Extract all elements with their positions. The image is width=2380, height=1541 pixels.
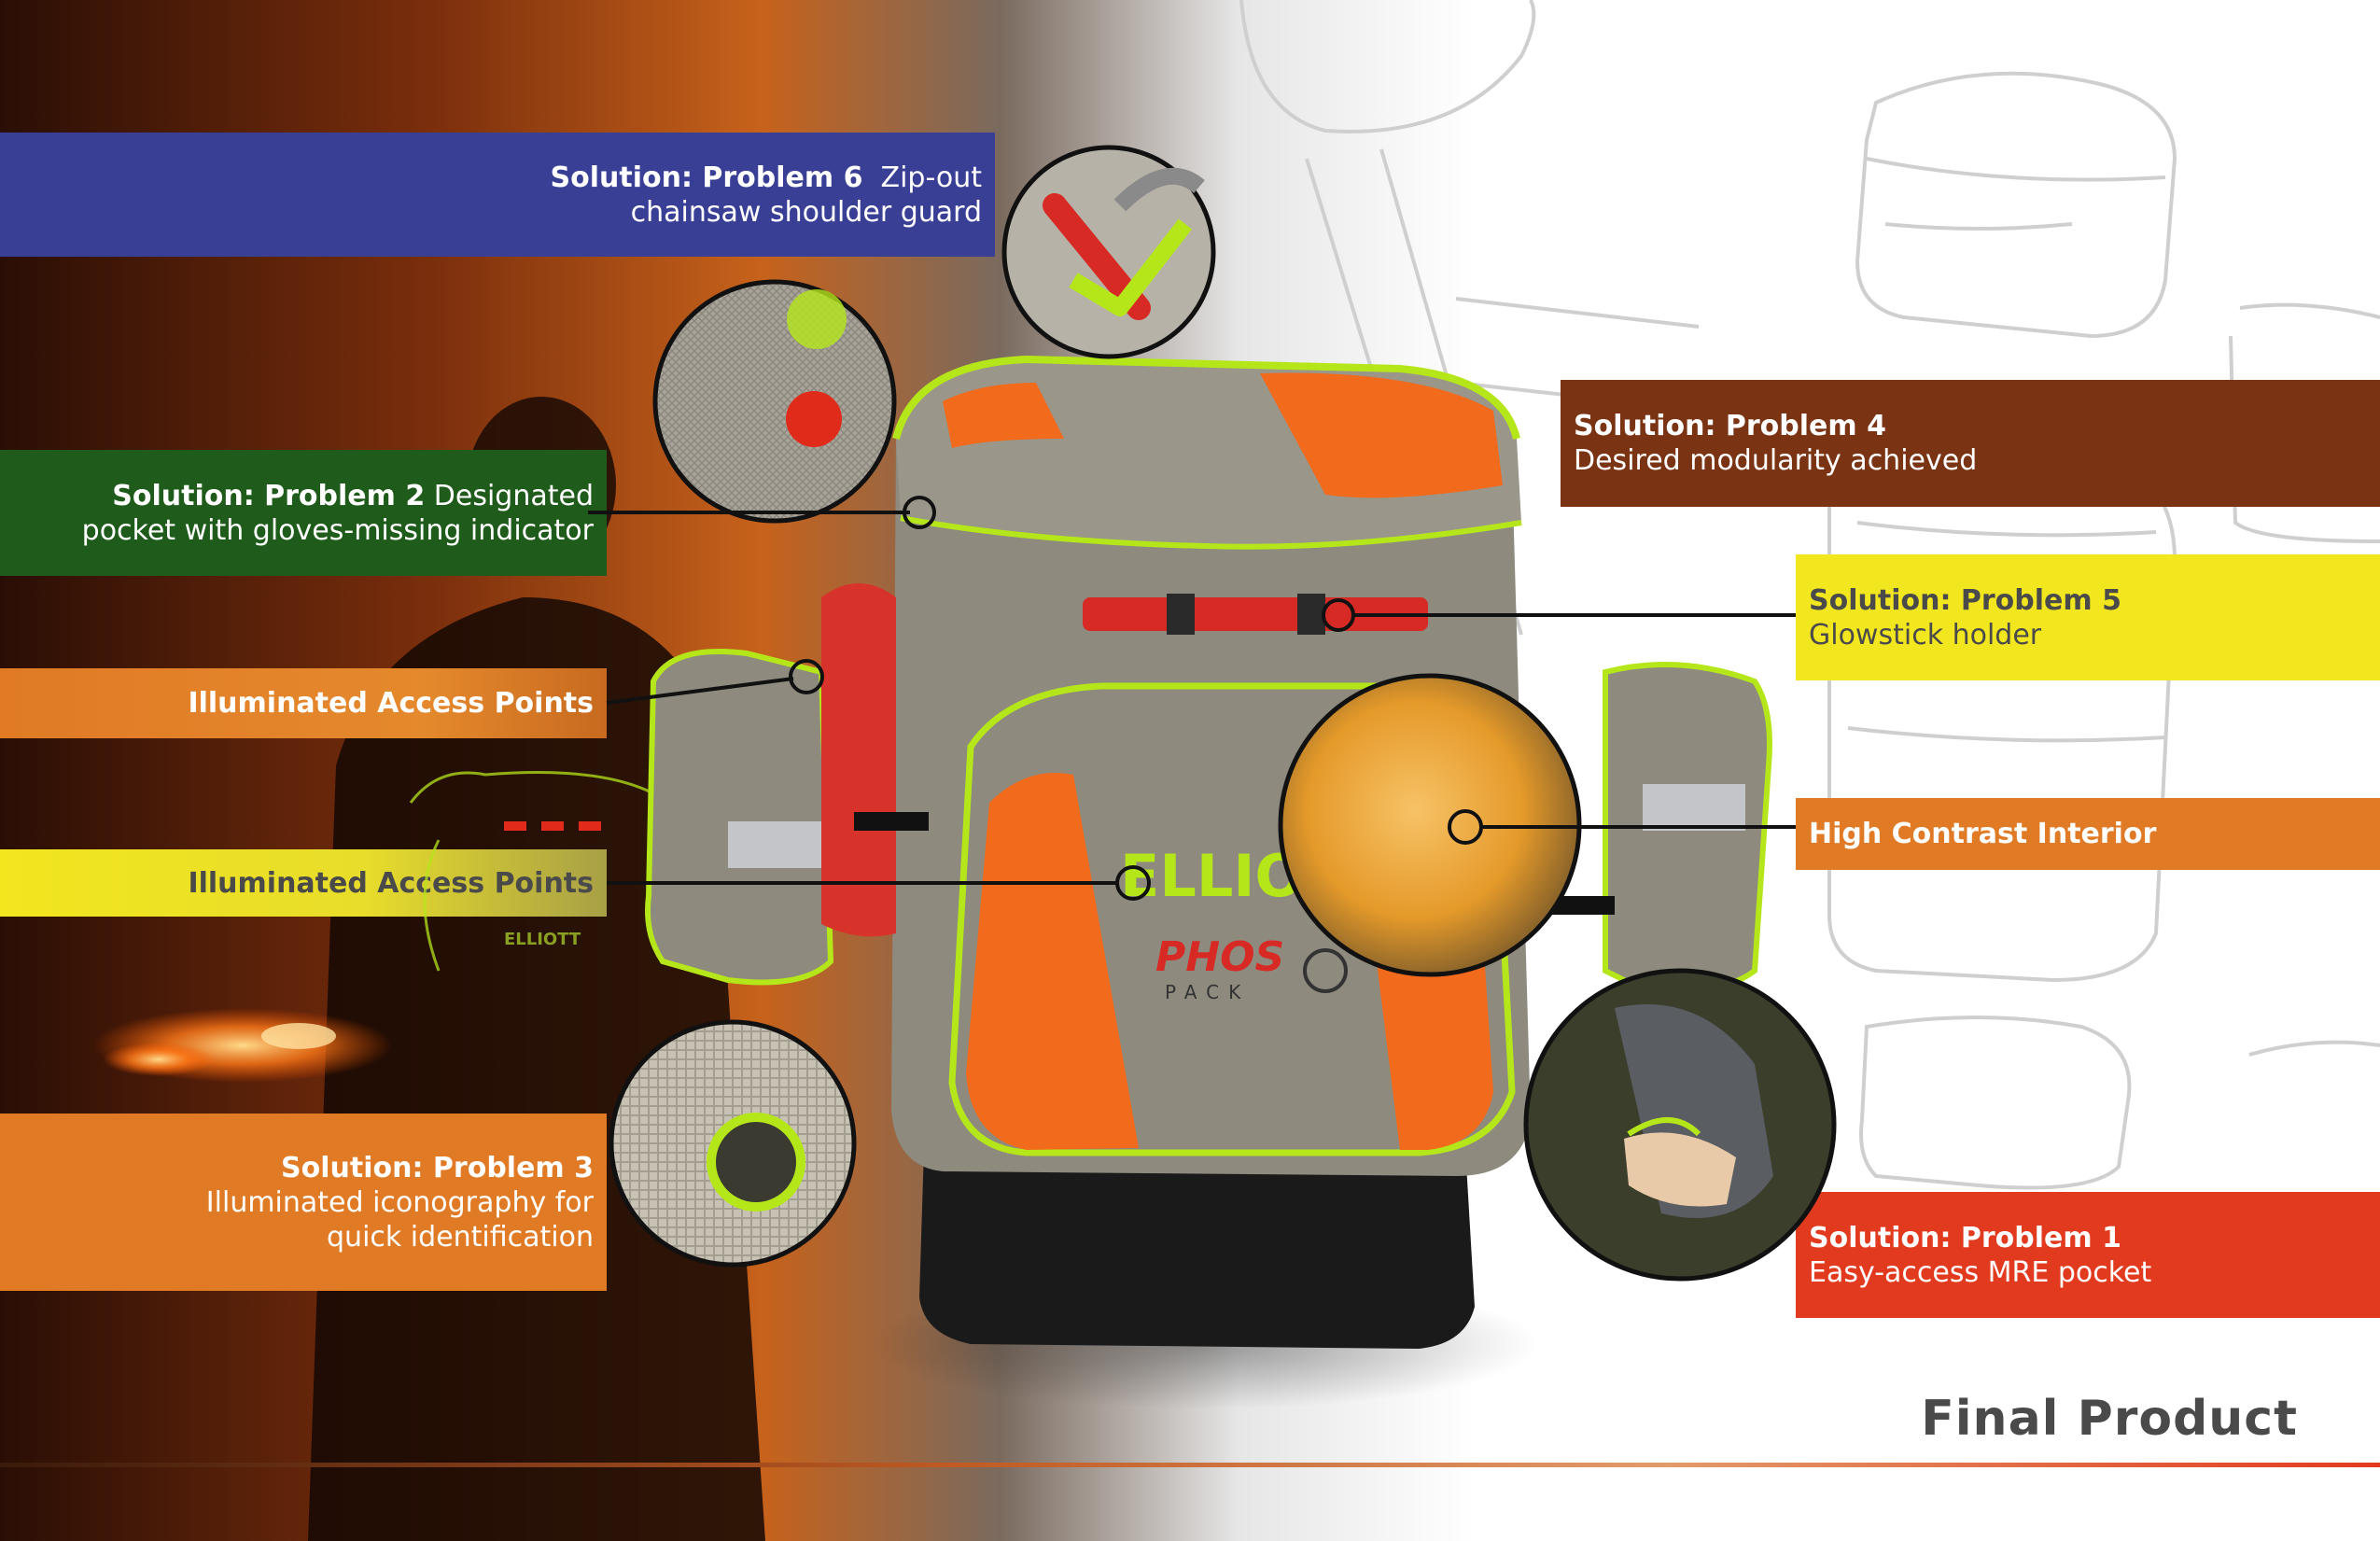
callout-text: Designated [433, 479, 594, 512]
callout-label: Solution: Problem 2 [112, 479, 426, 512]
callout-label: High Contrast Interior [1809, 818, 2157, 850]
callout-text: Easy-access MRE pocket [1809, 1255, 2152, 1289]
callout-problem-1: Solution: Problem 1 Easy-access MRE pock… [1796, 1192, 2380, 1318]
callout-label: Solution: Problem 4 [1574, 410, 1886, 442]
callout-problem-4: Solution: Problem 4 Desired modularity a… [1561, 380, 2380, 507]
callout-label: Illuminated Access Points [188, 866, 594, 900]
callout-text: Illuminated iconography for [205, 1185, 594, 1219]
callout-text: pocket with gloves-missing indicator [81, 513, 594, 547]
callout-label: Solution: Problem 6 [550, 161, 863, 194]
callout-text: Zip-out [880, 161, 982, 194]
callout-text: Glowstick holder [1809, 618, 2042, 651]
callout-problem-5: Solution: Problem 5 Glowstick holder [1796, 554, 2380, 680]
callout-text: chainsaw shoulder guard [630, 195, 982, 229]
page-title: Final Product [1921, 1391, 2298, 1447]
callout-high-contrast: High Contrast Interior [1796, 798, 2380, 870]
callout-label: Illuminated Access Points [188, 687, 594, 720]
callout-problem-3: Solution: Problem 3 Illuminated iconogra… [0, 1114, 607, 1291]
callout-access-points-1: Illuminated Access Points [0, 668, 607, 738]
callout-text: quick identification [327, 1220, 594, 1254]
callout-problem-6: Solution: Problem 6 Zip-out chainsaw sho… [0, 133, 995, 257]
callout-label: Solution: Problem 3 [281, 1151, 594, 1184]
callout-label: Solution: Problem 1 [1809, 1221, 2121, 1254]
callout-text: Desired modularity achieved [1574, 444, 1978, 477]
callout-access-points-2: Illuminated Access Points [0, 849, 607, 917]
callout-problem-2: Solution: Problem 2 Designated pocket wi… [0, 450, 607, 576]
callout-label: Solution: Problem 5 [1809, 583, 2121, 617]
